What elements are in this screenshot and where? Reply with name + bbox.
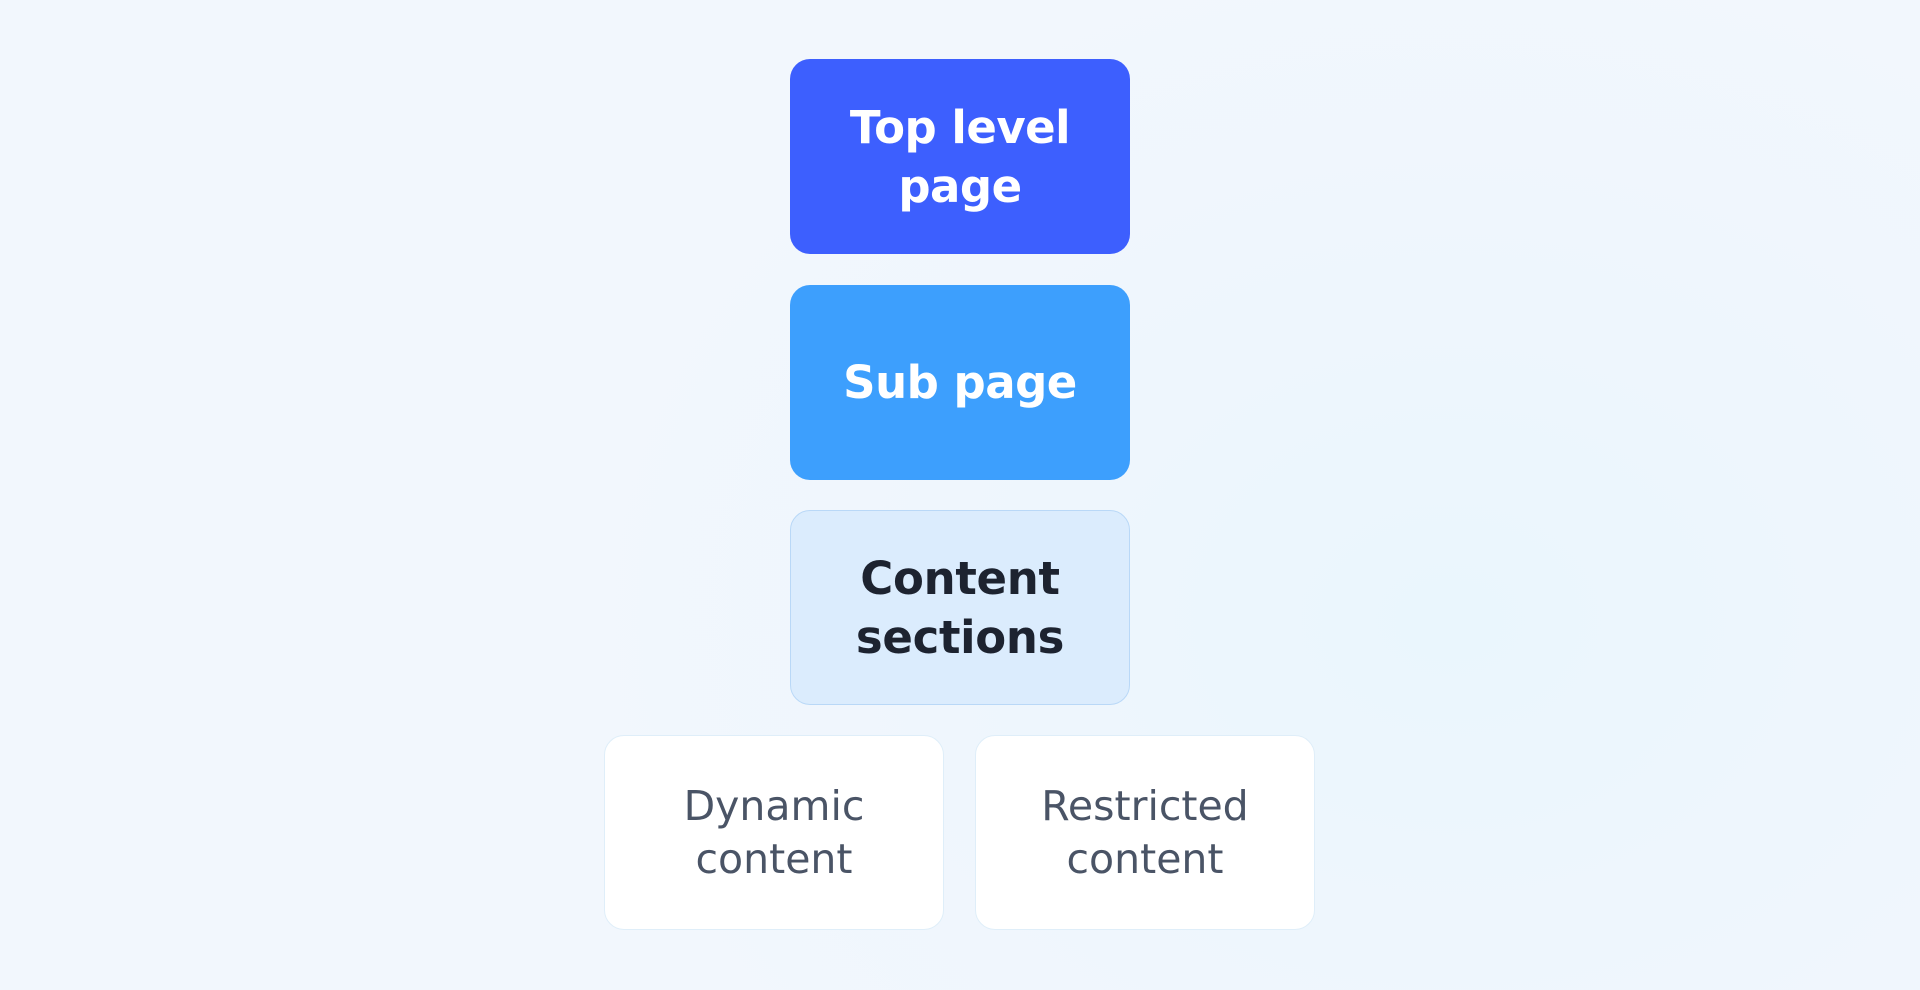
restricted-content-label: Restricted content [1041, 781, 1249, 883]
sub-page-label: Sub page [843, 356, 1077, 409]
content-sections-label: Content sections [855, 551, 1065, 664]
dynamic-content-label: Dynamic content [683, 781, 865, 883]
content-sections-node: Content sections [790, 510, 1130, 705]
restricted-content-node: Restricted content [975, 735, 1315, 930]
dynamic-content-node: Dynamic content [604, 735, 944, 930]
sub-page-node: Sub page [790, 285, 1130, 480]
top-level-page-node: Top level page [790, 59, 1130, 254]
top-level-page-label: Top level page [849, 100, 1071, 213]
